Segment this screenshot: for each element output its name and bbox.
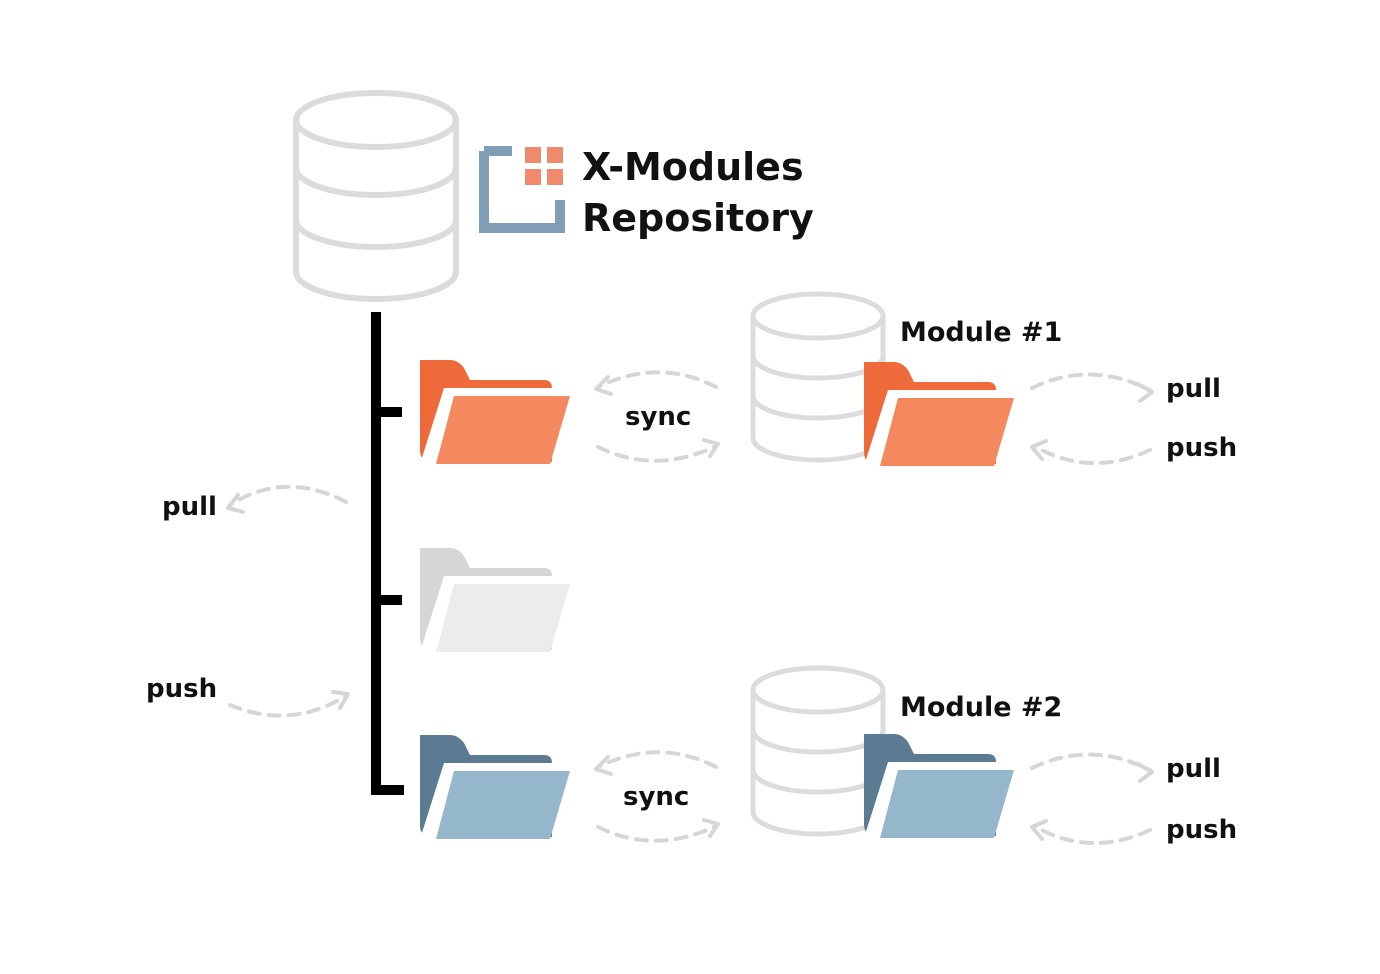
repository-title-line2: Repository — [582, 196, 814, 240]
module1-pull-arrow-icon — [1030, 372, 1154, 403]
module2-local-folder-icon — [864, 734, 1014, 838]
module2-sync-label: sync — [623, 782, 689, 812]
module1-push-label: push — [1166, 433, 1237, 463]
module1-push-arrow-icon — [1030, 439, 1152, 465]
module1-folder-icon — [420, 360, 570, 464]
x-modules-logo-icon — [479, 146, 565, 233]
folder-tree-line — [371, 312, 404, 795]
module2-pull-label: pull — [1166, 754, 1221, 784]
module1-local-folder-icon — [864, 362, 1014, 466]
repository-title-line1: X-Modules — [582, 145, 804, 189]
module2-database-icon — [753, 668, 883, 834]
module1-sync-label: sync — [625, 402, 691, 432]
main-repository-database-icon — [296, 93, 456, 299]
module2-name: Module #2 — [900, 692, 1062, 723]
module1-sync-arrows-icon — [594, 370, 720, 463]
module1-pull-label: pull — [1166, 374, 1221, 404]
module2-pull-arrow-icon — [1030, 752, 1154, 783]
module2-push-label: push — [1166, 815, 1237, 845]
unsynced-folder-icon — [420, 548, 570, 652]
module2-push-arrow-icon — [1030, 819, 1152, 845]
module1-database-icon — [753, 294, 883, 460]
main-push-label: push — [146, 674, 217, 704]
module2-folder-icon — [420, 735, 570, 839]
main-pull-arrow-icon — [226, 484, 348, 514]
main-push-arrow-icon — [228, 690, 350, 718]
module1-name: Module #1 — [900, 317, 1062, 348]
main-pull-label: pull — [162, 492, 217, 522]
module2-sync-arrows-icon — [594, 750, 720, 843]
